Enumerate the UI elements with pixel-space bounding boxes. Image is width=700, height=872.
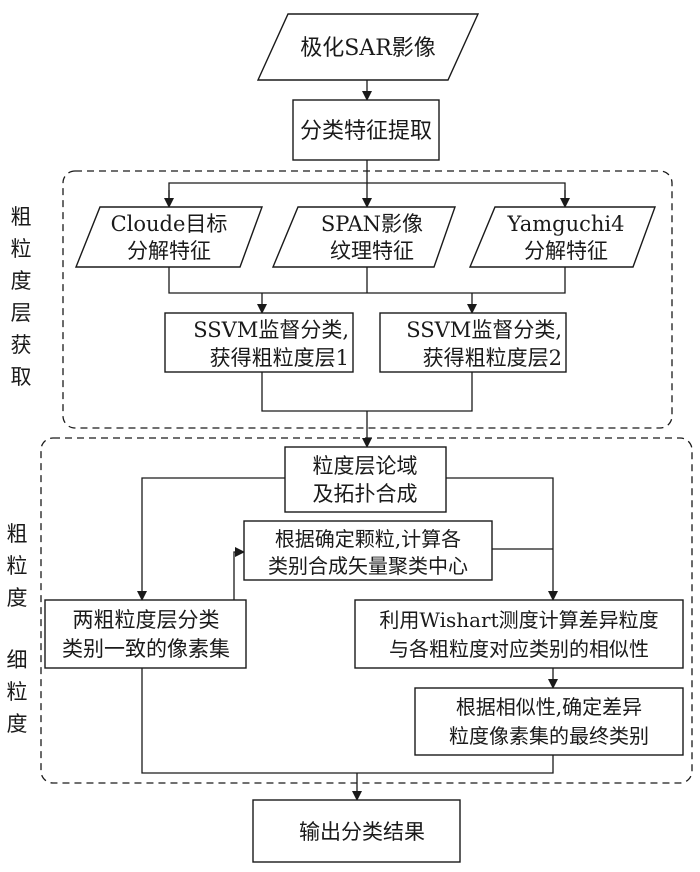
edge-ssvm-merge [261,372,473,412]
node-input: 极化SAR影像 [256,13,480,81]
node-cloude-line2: 分解特征 [127,239,211,263]
node-yamguchi-line1: Yamguchi4 [507,212,625,236]
group-coarse-label-char: 粒 [10,237,32,261]
node-ssvm2-line2: 获得粗粒度层2 [423,346,562,370]
node-feature-extract: 分类特征提取 [292,99,440,161]
node-ssvm1-line2: 获得粗粒度层1 [210,346,349,370]
node-final-class-line2: 粒度像素集的最终类别 [449,724,649,748]
node-cloude: Cloude目标 分解特征 [74,206,264,268]
node-wishart-line2: 与各粗粒度对应类别的相似性 [389,637,649,661]
node-final-class: 根据相似性,确定差异 粒度像素集的最终类别 [414,687,684,756]
node-final-class-line1: 根据相似性,确定差异 [456,695,642,719]
node-cloude-line1: Cloude目标 [111,212,228,236]
group-coarse-label: 粗 粒 度 层 获 取 [6,201,36,393]
node-wishart: 利用Wishart测度计算差异粒度 与各粗粒度对应类别的相似性 [354,599,684,669]
edge-fusion-left [137,477,285,601]
group-fine-label-char: 粒 [6,680,28,704]
group-coarse-label-char: 层 [10,301,32,325]
edge-consistent-center [233,547,245,600]
node-ssvm1-line1: SSVM监督分类, [193,318,349,342]
group-fine-label-bottom: 细 粒 度 [2,644,32,740]
node-feature-extract-text: 分类特征提取 [300,119,432,144]
group-fine-label-char: 度 [6,586,28,610]
node-yamguchi-line2: 分解特征 [524,239,608,263]
node-ssvm2: SSVM监督分类, 获得粗粒度层2 [379,312,567,373]
group-fine-label-char: 粒 [6,554,28,578]
group-coarse-label-char: 取 [10,365,32,389]
node-cluster-center-line1: 根据确定颗粒,计算各 [275,527,461,551]
group-fine-label-char: 粗 [6,522,28,546]
group-fine-label-char: 细 [6,648,28,672]
edge-fusion-right [446,477,558,601]
node-cluster-center: 根据确定颗粒,计算各 类别合成矢量聚类中心 [243,520,493,581]
node-output-text: 输出分类结果 [299,820,425,844]
node-span: SPAN影像 纹理特征 [271,206,456,268]
node-yamguchi: Yamguchi4 分解特征 [468,206,657,268]
node-consistent-pixels-line2: 类别一致的像素集 [62,637,230,661]
node-ssvm1: SSVM监督分类, 获得粗粒度层1 [164,312,354,373]
group-coarse-label-char: 度 [10,269,32,293]
group-coarse-label-char: 获 [10,333,32,357]
edge-to-output-merge [141,668,554,774]
node-wishart-line1: 利用Wishart测度计算差异粒度 [379,608,658,632]
group-fine-label-char: 度 [6,712,28,736]
node-ssvm2-line1: SSVM监督分类, [406,318,562,342]
node-granular-fusion-line2: 及拓扑合成 [313,482,418,506]
node-cluster-center-line2: 类别合成矢量聚类中心 [268,554,468,578]
node-granular-fusion: 粒度层论域 及拓扑合成 [284,446,447,513]
group-coarse-label-char: 粗 [10,205,32,229]
connectors [137,80,570,801]
group-fine-label-top: 粗 粒 度 [2,518,32,614]
node-input-text: 极化SAR影像 [300,36,436,61]
node-granular-fusion-line1: 粒度层论域 [313,454,418,478]
node-consistent-pixels: 两粗粒度层分类 类别一致的像素集 [44,599,247,669]
node-span-line2: 纹理特征 [330,239,414,263]
node-output: 输出分类结果 [252,799,461,863]
node-consistent-pixels-line1: 两粗粒度层分类 [73,608,220,632]
node-span-line1: SPAN影像 [321,212,423,236]
